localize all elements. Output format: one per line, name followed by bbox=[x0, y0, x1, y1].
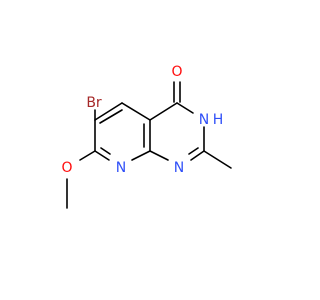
methoxy-oxygen-label: O bbox=[61, 160, 72, 176]
amide-nitrogen-label: N bbox=[199, 112, 209, 128]
pyrimidine-nitrogen-label: N bbox=[174, 160, 184, 176]
bond-c2-ch3 bbox=[203, 150, 232, 169]
bond-c4a-c5 bbox=[121, 102, 151, 121]
bromine-atom-label: Br bbox=[86, 95, 102, 111]
bond-c5-c6-inner bbox=[99, 109, 123, 124]
amide-hydrogen-label: H bbox=[213, 112, 224, 128]
bond-c7-n8-inner bbox=[100, 147, 111, 155]
bond-c5-c6 bbox=[94, 102, 123, 121]
molecule-structure: Br O O N N N H bbox=[61, 64, 232, 209]
bond-c7-n8 bbox=[94, 150, 110, 161]
pyridine-ring bbox=[94, 102, 151, 161]
bond-n1-c8a bbox=[149, 150, 169, 161]
pyridine-nitrogen-label: N bbox=[116, 160, 126, 176]
bond-c4a-c4 bbox=[149, 102, 178, 121]
substituents bbox=[66, 81, 232, 209]
bond-c2-n1-inner bbox=[188, 147, 199, 155]
bond-c7-o bbox=[79, 150, 96, 161]
bond-c4-n3 bbox=[176, 102, 194, 114]
pyrimidinone-ring bbox=[149, 102, 205, 161]
bond-n8-c8a bbox=[131, 150, 151, 161]
carbonyl-oxygen-label: O bbox=[171, 64, 182, 80]
bond-c2-n1 bbox=[190, 150, 205, 161]
